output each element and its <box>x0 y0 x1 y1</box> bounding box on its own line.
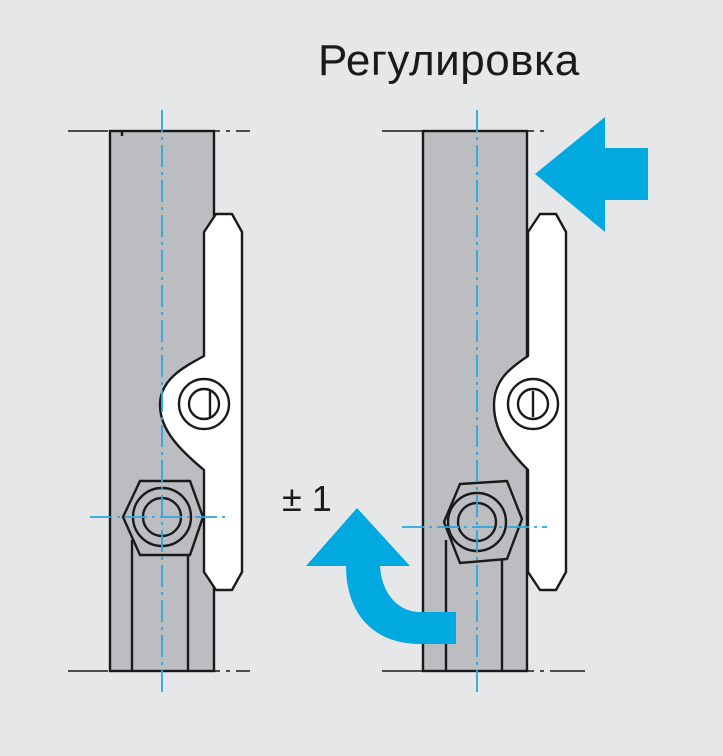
arrow-left-icon <box>535 117 648 232</box>
right-latch <box>492 212 568 592</box>
left-latch-pivot-ring <box>177 377 231 431</box>
right-assembly <box>382 110 585 694</box>
right-latch-pivot-ring <box>506 377 560 431</box>
left-latch <box>158 212 244 592</box>
right-latch-pivot <box>516 387 550 421</box>
rotate-arrow-icon <box>306 508 456 644</box>
diagram-title: Регулировка <box>318 36 580 85</box>
left-assembly <box>68 110 250 694</box>
right-hex-nut <box>442 479 524 565</box>
left-latch-pivot <box>187 387 221 421</box>
tolerance-label: ± 1 <box>282 478 332 519</box>
